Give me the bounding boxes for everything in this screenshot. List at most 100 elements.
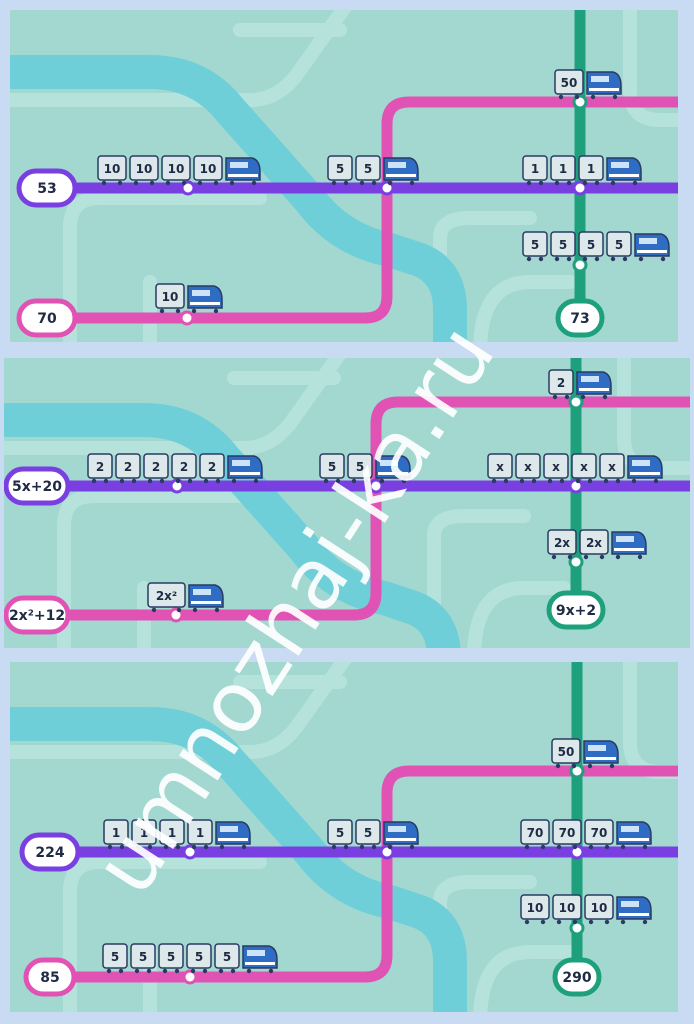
pink-line-start-label: 70: [37, 311, 57, 327]
train-car-label: 1: [112, 826, 120, 840]
train-car: x: [599, 453, 625, 484]
station-stop: [572, 180, 588, 196]
train-car-label: 2: [557, 376, 565, 390]
train-car-label: 5: [364, 826, 372, 840]
green-line-end: 290: [552, 957, 602, 997]
train-green-top: 50: [551, 738, 619, 769]
train-car: 1: [131, 819, 157, 850]
station-stop: [180, 180, 196, 196]
train-car-label: 70: [527, 826, 544, 840]
locomotive-icon: [583, 740, 619, 769]
green-line-end-label: 73: [570, 311, 589, 327]
train-green-top: 2: [548, 369, 612, 400]
train-car: x: [571, 453, 597, 484]
locomotive-icon: [627, 455, 663, 484]
purple-line-start: 5x+20: [4, 466, 71, 506]
train-car: 2: [171, 453, 197, 484]
train-car: 10: [193, 155, 223, 186]
train-car: 5: [355, 155, 381, 186]
train-car: x: [515, 453, 541, 484]
train-car: 2: [199, 453, 225, 484]
train-purple-left: 2 2 2 2 2: [87, 453, 263, 484]
locomotive-icon: [383, 157, 419, 186]
train-car-label: 2: [208, 460, 216, 474]
station-stop: [182, 844, 198, 860]
train-car-label: 1: [531, 162, 539, 176]
train-car: 2x²: [147, 582, 186, 613]
train-car: 50: [551, 738, 581, 769]
pink-line-start: 70: [16, 298, 78, 338]
pink-line-start: 85: [23, 957, 77, 997]
train-car-label: 50: [558, 745, 575, 759]
train-car-label: 5: [336, 826, 344, 840]
green-line-end-label: 9x+2: [556, 603, 596, 619]
station-stop: [182, 969, 198, 985]
train-car-label: 5: [364, 162, 372, 176]
train-car-label: 2: [124, 460, 132, 474]
train-car: 10: [97, 155, 127, 186]
pink-line: [38, 396, 690, 621]
locomotive-icon: [616, 896, 652, 925]
train-car-label: 70: [591, 826, 608, 840]
purple-line-start-label: 224: [35, 845, 64, 861]
train-car-label: 10: [136, 162, 153, 176]
train-car: 5: [102, 943, 128, 974]
train-car-label: 10: [104, 162, 121, 176]
train-car-label: 2: [96, 460, 104, 474]
train-car-label: 5: [336, 162, 344, 176]
station-stop: [568, 394, 584, 410]
train-car-label: 5: [195, 950, 203, 964]
green-line-end: 73: [555, 298, 605, 338]
train-car: 5: [550, 231, 576, 262]
train-car: 1: [550, 155, 576, 186]
train-car-label: x: [552, 460, 560, 474]
locomotive-icon: [576, 371, 612, 400]
train-car-label: 10: [168, 162, 185, 176]
train-car: 10: [552, 894, 582, 925]
train-car-label: 5: [531, 238, 539, 252]
train-car-label: 1: [587, 162, 595, 176]
river: [10, 55, 467, 342]
train-pink-bottom: 2x²: [147, 582, 224, 613]
train-car: 2: [548, 369, 574, 400]
train-car: 5: [578, 231, 604, 262]
train-car-label: 2: [180, 460, 188, 474]
pink-line: [44, 765, 678, 983]
locomotive-icon: [616, 821, 652, 850]
train-car: 5: [522, 231, 548, 262]
train-car-label: 5: [356, 460, 364, 474]
train-car-label: 1: [140, 826, 148, 840]
purple-line-start-label: 5x+20: [12, 479, 62, 495]
station-stop: [179, 310, 195, 326]
train-car: 70: [584, 819, 614, 850]
locomotive-icon: [215, 821, 251, 850]
train-car-label: 10: [200, 162, 217, 176]
train-car: 5: [130, 943, 156, 974]
locomotive-icon: [383, 821, 419, 850]
train-car-label: 70: [559, 826, 576, 840]
train-car: 5: [327, 819, 353, 850]
station-stop: [569, 920, 585, 936]
train-car: 10: [155, 283, 185, 314]
street-grid: [10, 662, 678, 1012]
station-stop: [569, 844, 585, 860]
pink-line-start-label: 85: [40, 970, 59, 986]
train-purple-right: 70 70 70: [520, 819, 652, 850]
train-car: x: [543, 453, 569, 484]
train-car-label: 5: [559, 238, 567, 252]
locomotive-icon: [634, 233, 670, 262]
train-car-label: 5: [587, 238, 595, 252]
train-car-label: 10: [591, 901, 608, 915]
train-car-label: 2: [152, 460, 160, 474]
train-car: 2: [115, 453, 141, 484]
purple-line-start: 224: [19, 832, 81, 872]
pink-line-start-label: 2x²+12: [9, 608, 65, 624]
train-car: 10: [520, 894, 550, 925]
